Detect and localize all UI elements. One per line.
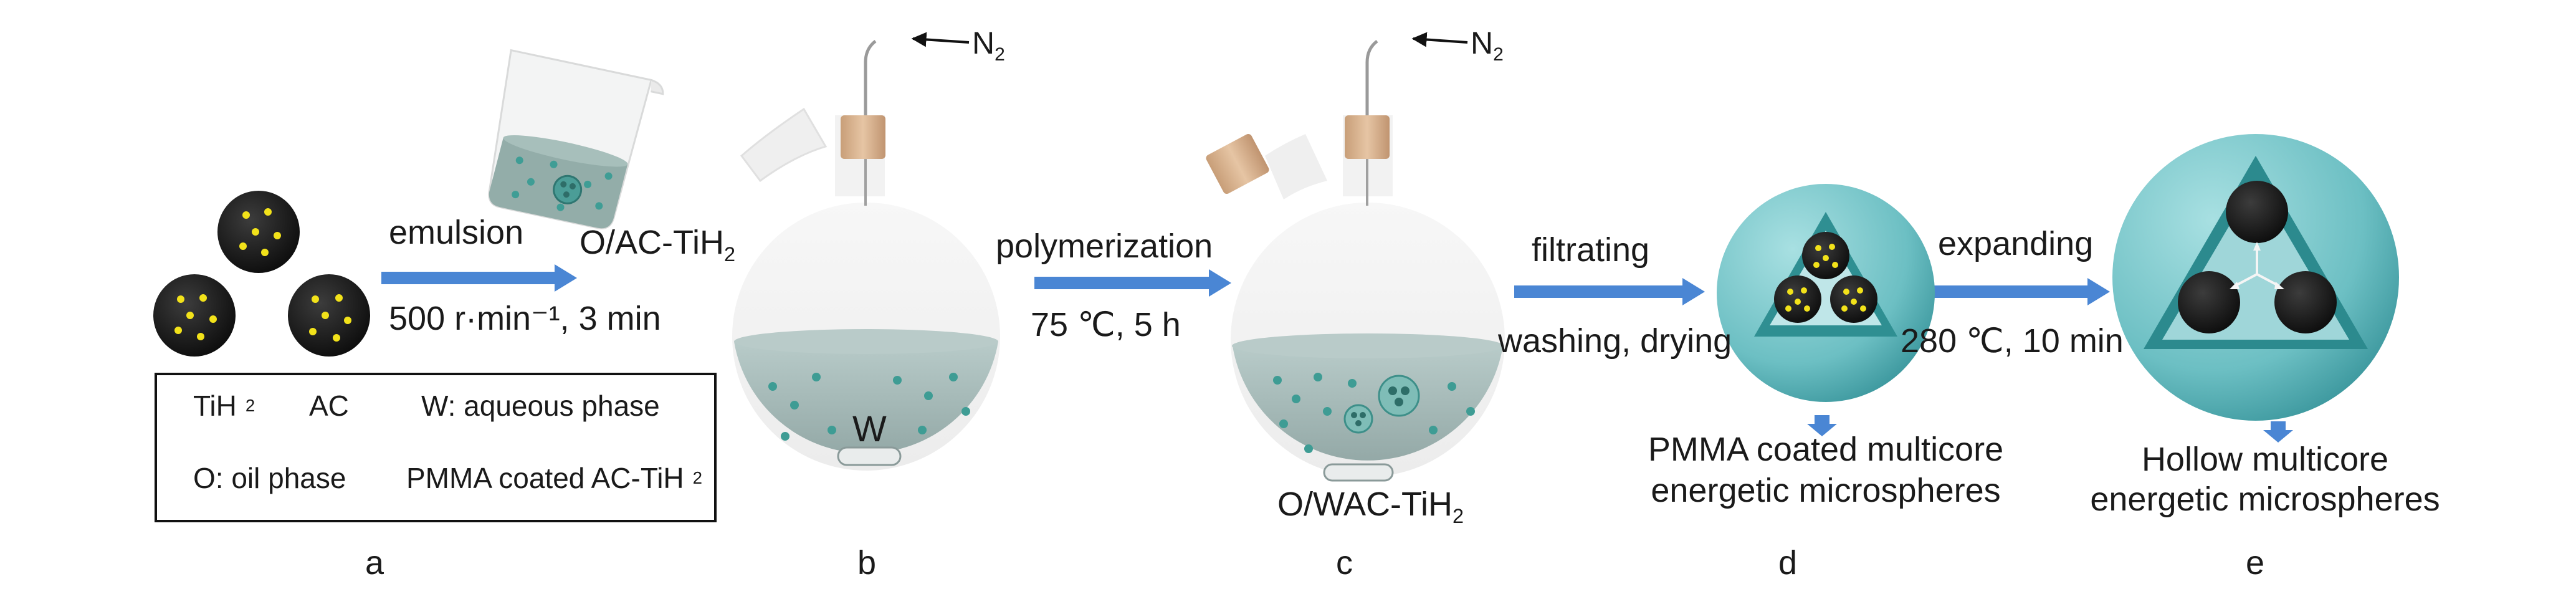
legend-item-ac: AC xyxy=(309,390,349,422)
panel-label-b: b xyxy=(857,544,877,582)
tih2-ac-droplet xyxy=(288,274,370,357)
arrow-down-d xyxy=(1807,415,1837,436)
label-d-line2: energetic microspheres xyxy=(1651,472,2001,509)
step-condition-polymerization: 75 ℃, 5 h xyxy=(1031,306,1181,343)
step-condition-filtrating: washing, drying xyxy=(1498,322,1732,360)
arrow-down-e xyxy=(2263,421,2293,443)
panel-a-droplets xyxy=(153,191,370,357)
sphere-e xyxy=(2112,134,2399,421)
arrow-polymerization xyxy=(1034,269,1231,297)
legend xyxy=(155,373,717,522)
label-w: W xyxy=(852,409,887,449)
sphere-d xyxy=(1717,184,1935,402)
step-condition-emulsion: 500 r·min⁻¹, 3 min xyxy=(389,300,661,337)
tih2-ac-droplet xyxy=(153,274,236,357)
label-d-line1: PMMA coated multicore xyxy=(1648,431,2004,468)
legend-item-aqueous-phase: W: aqueous phase xyxy=(421,390,660,422)
arrow-filtrating xyxy=(1514,278,1705,305)
panel-label-d: d xyxy=(1778,544,1798,582)
step-label-polymerization: polymerization xyxy=(996,227,1213,265)
step-label-emulsion: emulsion xyxy=(389,214,524,251)
label-n2-c: N2 xyxy=(1471,26,1504,65)
panel-label-e: e xyxy=(2246,544,2265,582)
step-condition-expanding: 280 ℃, 10 min xyxy=(1901,322,2124,360)
stir-bar xyxy=(837,446,902,466)
stir-bar xyxy=(1323,463,1394,482)
panel-label-a: a xyxy=(365,544,384,582)
arrows xyxy=(381,264,2293,443)
label-n2-b: N2 xyxy=(972,26,1005,65)
arrow-expanding xyxy=(1916,278,2110,305)
beaker xyxy=(488,49,664,229)
multicore-particles xyxy=(1774,232,1877,323)
label-oac-tih2: O/AC-TiH2 xyxy=(580,224,735,266)
label-e-line2: energetic microspheres xyxy=(2090,481,2440,518)
flask-c xyxy=(1206,32,1505,482)
flask-b xyxy=(732,32,1000,471)
arrow-emulsion xyxy=(381,264,577,292)
label-e-line1: Hollow multicore xyxy=(2141,441,2389,478)
step-label-filtrating: filtrating xyxy=(1532,231,1650,269)
step-label-expanding: expanding xyxy=(1938,225,2094,262)
label-owac-tih2: O/WAC-TiH2 xyxy=(1277,486,1464,527)
legend-item-oil-phase: O: oil phase xyxy=(193,462,346,494)
tih2-ac-droplet xyxy=(217,191,300,273)
panel-label-c: c xyxy=(1336,544,1353,582)
